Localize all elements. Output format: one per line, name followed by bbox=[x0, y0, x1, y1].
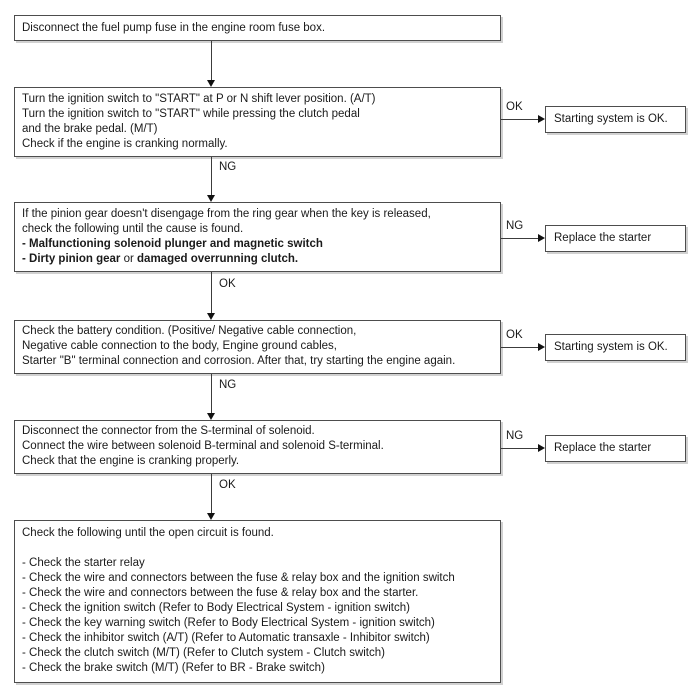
arrow-down-line bbox=[211, 157, 212, 195]
arrow-right-line bbox=[501, 347, 538, 348]
text-line: Turn the ignition switch to "START" at P… bbox=[22, 93, 376, 105]
checklist-item: - Check the inhibitor switch (A/T) (Refe… bbox=[22, 632, 430, 644]
step-box-open-circuit-checks: Check the following until the open circu… bbox=[14, 520, 501, 683]
text-line: If the pinion gear doesn't disengage fro… bbox=[22, 208, 431, 220]
arrow-down-head-icon bbox=[207, 195, 215, 202]
arrow-down-line bbox=[211, 474, 212, 513]
branch-label-ng: NG bbox=[219, 379, 237, 391]
text-line: Negative cable connection to the body, E… bbox=[22, 340, 337, 352]
checklist-item: - Check the clutch switch (M/T) (Refer t… bbox=[22, 647, 385, 659]
arrow-right-line bbox=[501, 448, 538, 449]
step-box-pinion-gear: If the pinion gear doesn't disengage fro… bbox=[14, 202, 501, 272]
arrow-down-head-icon bbox=[207, 513, 215, 520]
checklist-item: - Check the wire and connectors between … bbox=[22, 572, 455, 584]
arrow-right-head-icon bbox=[538, 234, 545, 242]
arrow-down-head-icon bbox=[207, 80, 215, 87]
checklist-item: - Check the key warning switch (Refer to… bbox=[22, 617, 435, 629]
arrow-right-line bbox=[501, 119, 538, 120]
bold-segment: - Dirty pinion gear bbox=[22, 253, 121, 265]
text-line: Turn the ignition switch to "START" whil… bbox=[22, 108, 360, 120]
result-text: Replace the starter bbox=[554, 232, 652, 244]
step-box-fuel-pump-fuse: Disconnect the fuel pump fuse in the eng… bbox=[14, 15, 501, 41]
step-box-ignition-start: Turn the ignition switch to "START" at P… bbox=[14, 87, 501, 157]
branch-label-ok: OK bbox=[506, 329, 523, 341]
branch-label-ng: NG bbox=[506, 430, 524, 442]
arrow-down-head-icon bbox=[207, 413, 215, 420]
result-text: Replace the starter bbox=[554, 442, 652, 454]
text-line: and the brake pedal. (M/T) bbox=[22, 123, 158, 135]
result-box-starting-ok: Starting system is OK. bbox=[545, 106, 686, 133]
text-line: Check the following until the open circu… bbox=[22, 527, 274, 539]
arrow-down-line bbox=[211, 272, 212, 313]
arrow-down-head-icon bbox=[207, 313, 215, 320]
arrow-down-line bbox=[211, 374, 212, 413]
arrow-right-line bbox=[501, 238, 538, 239]
regular-segment: or bbox=[120, 253, 138, 265]
checklist-item: - Check the ignition switch (Refer to Bo… bbox=[22, 602, 410, 614]
text-line-bold: - Malfunctioning solenoid plunger and ma… bbox=[22, 238, 323, 250]
arrow-down-line bbox=[211, 41, 212, 80]
text-line: Starter "B" terminal connection and corr… bbox=[22, 355, 456, 367]
arrow-right-head-icon bbox=[538, 444, 545, 452]
text-line: Disconnect the fuel pump fuse in the eng… bbox=[22, 22, 326, 34]
arrow-right-head-icon bbox=[538, 343, 545, 351]
branch-label-ng: NG bbox=[506, 220, 524, 232]
branch-label-ok: OK bbox=[219, 479, 236, 491]
branch-label-ok: OK bbox=[506, 101, 523, 113]
result-text: Starting system is OK. bbox=[554, 113, 668, 125]
branch-label-ok: OK bbox=[219, 278, 236, 290]
text-line: Check the battery condition. (Positive/ … bbox=[22, 325, 357, 337]
checklist-item: - Check the starter relay bbox=[22, 557, 145, 569]
result-box-replace-starter: Replace the starter bbox=[545, 435, 686, 462]
bold-segment: damaged overrunning clutch. bbox=[137, 253, 299, 265]
text-line: Check that the engine is cranking proper… bbox=[22, 455, 240, 467]
text-line: Check if the engine is cranking normally… bbox=[22, 138, 228, 150]
result-text: Starting system is OK. bbox=[554, 341, 668, 353]
branch-label-ng: NG bbox=[219, 161, 237, 173]
arrow-right-head-icon bbox=[538, 115, 545, 123]
checklist-item: - Check the brake switch (M/T) (Refer to… bbox=[22, 662, 325, 674]
text-line: - Dirty pinion gear or damaged overrunni… bbox=[22, 252, 493, 267]
result-box-replace-starter: Replace the starter bbox=[545, 225, 686, 252]
text-line: Connect the wire between solenoid B-term… bbox=[22, 440, 384, 452]
result-box-starting-ok: Starting system is OK. bbox=[545, 334, 686, 361]
text-line: Disconnect the connector from the S-term… bbox=[22, 425, 315, 437]
text-line: check the following until the cause is f… bbox=[22, 223, 244, 235]
blank-line bbox=[22, 541, 493, 556]
step-box-battery-condition: Check the battery condition. (Positive/ … bbox=[14, 320, 501, 374]
step-box-solenoid-terminal: Disconnect the connector from the S-term… bbox=[14, 420, 501, 474]
checklist-item: - Check the wire and connectors between … bbox=[22, 587, 419, 599]
